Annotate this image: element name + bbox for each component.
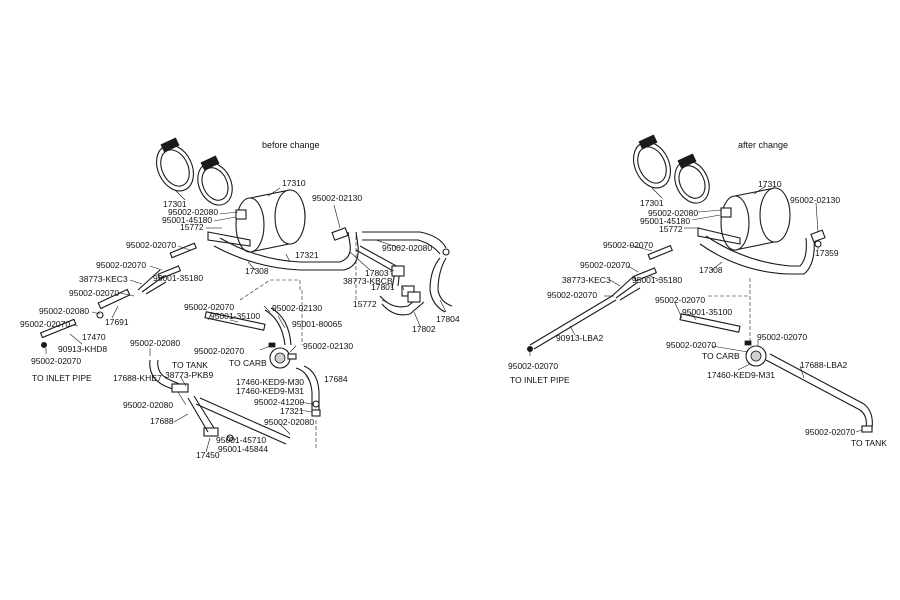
- label-to-inlet-pipe: TO INLET PIPE: [32, 373, 92, 383]
- label-to-tank: TO TANK: [172, 360, 208, 370]
- label-17688-LBA2-after: 17688-LBA2: [800, 360, 848, 370]
- label-17688: 17688: [150, 416, 174, 426]
- label-38773-KEC3-after: 38773-KEC3: [562, 275, 611, 285]
- clamp-17301: [156, 137, 233, 206]
- label-17301: 17301: [163, 199, 187, 209]
- label-95001-45710: 95001-45710: [216, 435, 266, 445]
- label-38773-PKB9: 38773-PKB9: [165, 370, 213, 380]
- label-95002-02130: 95002-02130: [312, 193, 362, 203]
- label-to-carb: TO CARB: [229, 358, 267, 368]
- valve-17460: [268, 342, 297, 369]
- label-95002-02070: 95002-02070: [126, 240, 176, 250]
- after-labels: 17301 95002-02080 95001-45180 15772 1731…: [508, 179, 887, 448]
- label-95001-35100-after: 95001-35100: [682, 307, 732, 317]
- label-17308: 17308: [245, 266, 269, 276]
- label-15772-after: 15772: [659, 224, 683, 234]
- label-17803: 17803: [365, 268, 389, 278]
- label-95002-02070-after: 95002-02070: [655, 295, 705, 305]
- hose-17308: [207, 231, 251, 247]
- label-95002-02070: 95002-02070: [194, 346, 244, 356]
- before-leaders: [45, 187, 447, 453]
- label-38773-KBCB: 38773-KBCB: [343, 276, 393, 286]
- label-17308-after: 17308: [699, 265, 723, 275]
- label-95002-02130: 95002-02130: [303, 341, 353, 351]
- label-17321: 17321: [280, 406, 304, 416]
- label-95002-02070-after: 95002-02070: [580, 260, 630, 270]
- label-95001-35180: 95001-35180: [153, 273, 203, 283]
- label-to-carb-after: TO CARB: [702, 351, 740, 361]
- label-95001-45844: 95001-45844: [218, 444, 268, 454]
- canister-17310-after: [720, 187, 791, 251]
- label-17460-KED9-M30: 17460-KED9-M30: [236, 377, 304, 387]
- label-95002-02130-after: 95002-02130: [790, 195, 840, 205]
- title-after: after change: [738, 140, 788, 150]
- label-95002-02070: 95002-02070: [184, 302, 234, 312]
- label-17804: 17804: [436, 314, 460, 324]
- label-17684: 17684: [324, 374, 348, 384]
- label-17301-after: 17301: [640, 198, 664, 208]
- label-17802: 17802: [412, 324, 436, 334]
- label-17470: 17470: [82, 332, 106, 342]
- hose-17308-after: [697, 227, 741, 245]
- label-95002-02080: 95002-02080: [123, 400, 173, 410]
- label-17310: 17310: [282, 178, 306, 188]
- label-95002-02070: 95002-02070: [20, 319, 70, 329]
- label-17688-KHE7: 17688-KHE7: [113, 373, 162, 383]
- label-17460-KED9-M31-after: 17460-KED9-M31: [707, 370, 775, 380]
- label-95001-45180-after: 95001-45180: [640, 216, 690, 226]
- after-diagram: [527, 134, 873, 433]
- label-95002-02070: 95002-02070: [96, 260, 146, 270]
- label-90913-KHD8: 90913-KHD8: [58, 344, 107, 354]
- after-leaders: [529, 185, 863, 433]
- label-95002-02070-after: 95002-02070: [508, 361, 558, 371]
- label-17321: 17321: [295, 250, 319, 260]
- label-to-tank-after: TO TANK: [851, 438, 887, 448]
- label-95001-80065: 95001-80065: [292, 319, 342, 329]
- label-95002-02070: 95002-02070: [69, 288, 119, 298]
- valve-17460-after: [744, 340, 767, 367]
- label-17801: 17801: [371, 282, 395, 292]
- label-17691: 17691: [105, 317, 129, 327]
- label-95002-02070-tank-after: 95002-02070: [805, 427, 855, 437]
- label-90913-LBA2-after: 90913-LBA2: [556, 333, 604, 343]
- label-15772: 15772: [353, 299, 377, 309]
- label-95002-41200: 95002-41200: [254, 397, 304, 407]
- label-95002-02070: 95002-02070: [31, 356, 81, 366]
- label-95002-02080: 95002-02080: [382, 243, 432, 253]
- label-17460-KED9-M31: 17460-KED9-M31: [236, 386, 304, 396]
- label-95001-35100: 95001-35100: [210, 311, 260, 321]
- label-17450: 17450: [196, 450, 220, 460]
- clamp-17301-after: [633, 134, 710, 204]
- before-labels: 17301 95002-02080 95001-45180 15772 1731…: [20, 178, 460, 460]
- label-17310-after: 17310: [758, 179, 782, 189]
- label-95002-02070-after: 95002-02070: [757, 332, 807, 342]
- label-17359-after: 17359: [815, 248, 839, 258]
- label-to-inlet-pipe-after: TO INLET PIPE: [510, 375, 570, 385]
- label-95002-02080: 95002-02080: [130, 338, 180, 348]
- title-before: before change: [262, 140, 320, 150]
- canister-17310: [235, 189, 306, 253]
- before-diagram: [39, 137, 453, 450]
- label-38773-KEC3: 38773-KEC3: [79, 274, 128, 284]
- label-95001-35180-after: 95001-35180: [632, 275, 682, 285]
- label-95002-02080: 95002-02080: [168, 207, 218, 217]
- label-95001-45180: 95001-45180: [162, 215, 212, 225]
- label-95002-02130: 95002-02130: [272, 303, 322, 313]
- label-95002-02080: 95002-02080: [264, 417, 314, 427]
- label-95002-02070-after: 95002-02070: [547, 290, 597, 300]
- label-15772: 15772: [180, 222, 204, 232]
- label-95002-02080: 95002-02080: [39, 306, 89, 316]
- label-95002-02070-after: 95002-02070: [603, 240, 653, 250]
- label-95002-02080-after: 95002-02080: [648, 208, 698, 218]
- label-95002-02070-after: 95002-02070: [666, 340, 716, 350]
